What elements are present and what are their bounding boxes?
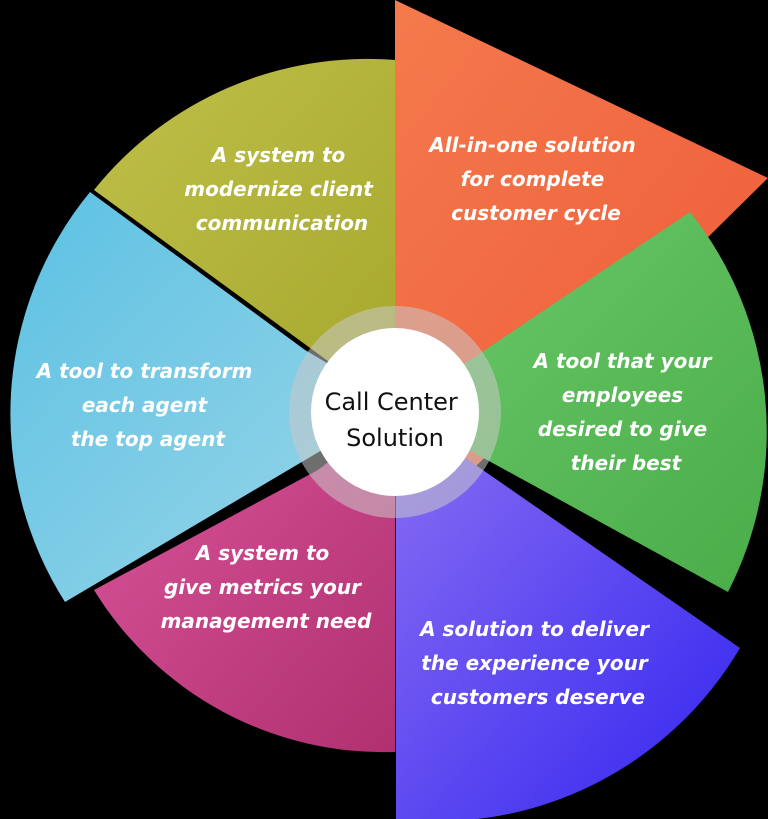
label-experience-line-3: customers deserve	[431, 685, 645, 709]
label-employees-line-3: desired to give	[538, 417, 707, 441]
label-transform: A tool to transform each agent the top a…	[35, 359, 260, 451]
label-metrics: A system to give metrics your management…	[161, 541, 372, 633]
label-employees: A tool that your employees desired to gi…	[532, 349, 719, 475]
label-all-in-one-line-1: All-in-one solution	[427, 133, 636, 157]
segment-experience	[396, 410, 740, 819]
label-experience-line-2: the experience your	[421, 651, 649, 675]
segment-metrics	[94, 410, 395, 753]
center-circle	[311, 328, 479, 496]
label-employees-line-1: A tool that your	[532, 349, 713, 373]
label-modernize-line-2: modernize client	[184, 177, 374, 201]
label-experience-line-1: A solution to deliver	[418, 617, 650, 641]
label-all-in-one: All-in-one solution for complete custome…	[427, 133, 643, 225]
center-label-line-2: Solution	[346, 424, 444, 452]
center-label: Call Center Solution	[325, 388, 466, 452]
label-metrics-line-3: management need	[161, 609, 372, 633]
segment-transform	[10, 192, 398, 602]
label-transform-line-3: the top agent	[71, 427, 227, 451]
label-employees-line-2: employees	[562, 383, 683, 407]
label-modernize-line-1: A system to	[210, 143, 346, 167]
label-modernize-line-3: communication	[196, 211, 368, 235]
label-modernize: A system to modernize client communicati…	[184, 143, 379, 235]
center-label-line-1: Call Center	[325, 388, 458, 416]
segment-employees	[396, 212, 767, 592]
label-experience: A solution to deliver the experience you…	[418, 617, 656, 709]
label-employees-line-4: their best	[571, 451, 683, 475]
label-all-in-one-line-3: customer cycle	[451, 201, 621, 225]
segment-modernize	[94, 58, 395, 411]
label-all-in-one-line-2: for complete	[461, 167, 605, 191]
label-metrics-line-2: give metrics your	[164, 575, 362, 599]
label-transform-line-1: A tool to transform	[35, 359, 253, 383]
label-metrics-line-1: A system to	[194, 541, 330, 565]
label-transform-line-2: each agent	[82, 393, 209, 417]
